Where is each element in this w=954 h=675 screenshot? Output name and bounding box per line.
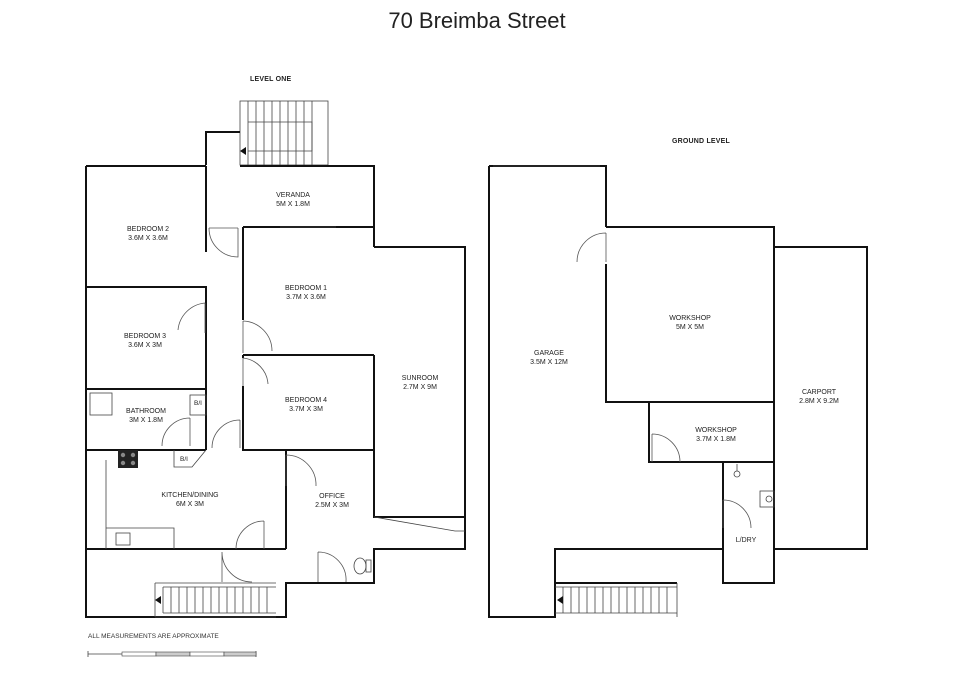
built-in-label: B/I xyxy=(194,400,202,407)
bathroom-dims: 3M X 1.8M xyxy=(129,417,163,424)
workshop-large-name: WORKSHOP xyxy=(669,315,711,322)
stairs-icon xyxy=(154,582,276,618)
cooktop-icon xyxy=(118,450,138,468)
workshop-small-dims: 3.7M X 1.8M xyxy=(696,436,736,443)
measurement-note: ALL MEASUREMENTS ARE APPROXIMATE xyxy=(88,633,219,640)
stairs-icon xyxy=(555,583,678,617)
bedroom3-dims: 3.6M X 3M xyxy=(128,342,162,349)
garage-dims: 3.5M X 12M xyxy=(530,359,568,366)
stairs-icon xyxy=(239,100,329,166)
kitchen-name: KITCHEN/DINING xyxy=(161,492,218,499)
garage-name: GARAGE xyxy=(534,350,564,357)
sunroom-name: SUNROOM xyxy=(402,375,439,382)
level-one-plan: VERANDA 5M X 1.8M BEDROOM 2 3.6M X 3.6M … xyxy=(85,100,466,618)
door-swing-icon xyxy=(161,227,347,583)
basin-icon xyxy=(759,490,775,508)
sunroom-dims: 2.7M X 9M xyxy=(403,384,437,391)
ground-level-plan: GARAGE 3.5M X 12M WORKSHOP 5M X 5M WORKS… xyxy=(488,165,868,618)
level-one-label: LEVEL ONE xyxy=(250,76,292,83)
kitchen-dims: 6M X 3M xyxy=(176,501,204,508)
carport-name: CARPORT xyxy=(802,389,837,396)
ground-level-label: GROUND LEVEL xyxy=(672,138,731,145)
bedroom2-dims: 3.6M X 3.6M xyxy=(128,235,168,242)
tap-icon xyxy=(733,464,741,478)
workshop-small-name: WORKSHOP xyxy=(695,427,737,434)
door-swing-icon xyxy=(576,232,752,529)
toilet-icon xyxy=(353,557,372,575)
bedroom2-name: BEDROOM 2 xyxy=(127,226,169,233)
scale-bar-icon xyxy=(87,651,257,657)
bedroom4-dims: 3.7M X 3M xyxy=(289,406,323,413)
bedroom1-dims: 3.7M X 3.6M xyxy=(286,294,326,301)
office-name: OFFICE xyxy=(319,493,345,500)
plan-title: 70 Breimba Street xyxy=(388,8,566,33)
office-dims: 2.5M X 3M xyxy=(315,502,349,509)
built-in-label: B/I xyxy=(180,456,188,463)
bedroom4-name: BEDROOM 4 xyxy=(285,397,327,404)
basin-icon xyxy=(115,532,131,546)
laundry-name: L/DRY xyxy=(736,537,757,544)
carport-dims: 2.8M X 9.2M xyxy=(799,398,839,405)
shower-icon xyxy=(89,392,113,416)
veranda-name: VERANDA xyxy=(276,192,310,199)
veranda-dims: 5M X 1.8M xyxy=(276,201,310,208)
bathroom-name: BATHROOM xyxy=(126,408,166,415)
bedroom1-name: BEDROOM 1 xyxy=(285,285,327,292)
workshop-large-dims: 5M X 5M xyxy=(676,324,704,331)
bedroom3-name: BEDROOM 3 xyxy=(124,333,166,340)
